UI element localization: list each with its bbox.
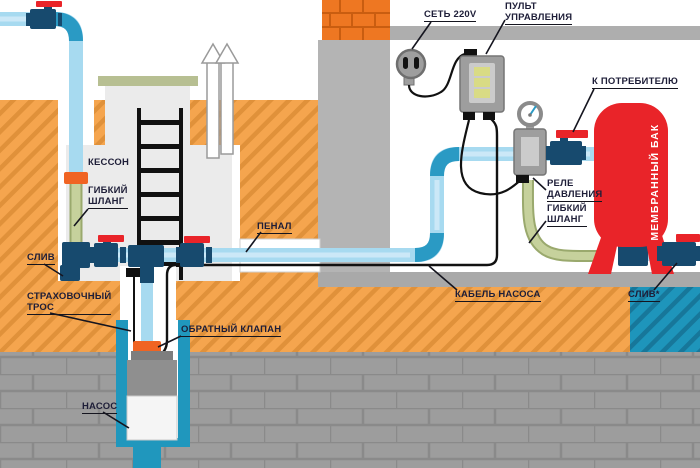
valve-2 <box>176 236 212 267</box>
tee-junction <box>128 245 164 283</box>
leader-pump <box>102 411 130 429</box>
indicator-light <box>474 89 490 98</box>
pipe-elbow <box>414 232 444 262</box>
tank-drain-fitting <box>618 243 648 266</box>
vent-pipes <box>200 42 240 159</box>
leader-control-panel <box>485 19 506 55</box>
label-power: СЕТЬ 220V <box>424 9 477 23</box>
caisson-valves <box>60 235 212 283</box>
pipe-elbow <box>53 12 83 42</box>
power-cable <box>407 52 466 98</box>
indicator-light <box>474 78 490 87</box>
basement-ceiling <box>390 26 700 40</box>
tank-leg <box>588 232 620 274</box>
house <box>318 0 700 287</box>
pump-cable <box>155 117 499 359</box>
drain-valve-left <box>60 265 80 281</box>
valve-handle <box>676 234 700 242</box>
leader-pump-cable <box>428 265 458 291</box>
leader-check-valve <box>157 335 182 348</box>
indicator-light <box>474 67 490 76</box>
leader-drain-left <box>43 263 64 277</box>
label-check-valve: ОБРАТНЫЙ КЛАПАН <box>181 324 282 338</box>
leader-drain-right <box>653 262 678 291</box>
pipe-elbow <box>430 147 460 177</box>
label-drain-right: СЛИВ* <box>628 289 660 303</box>
valve-handle <box>36 1 62 7</box>
house-brick-wall <box>322 0 390 40</box>
leader-safety-rope <box>49 312 132 332</box>
faucet-valve <box>26 1 62 29</box>
label-penal: ПЕНАЛ <box>257 221 292 235</box>
hose-coupling <box>64 172 88 184</box>
label-drain-left: СЛИВ <box>27 252 55 266</box>
valve-handle <box>184 236 210 243</box>
hose-fitting <box>62 242 90 268</box>
label-membrane-tank: МЕМБРАННЫЙ БАК <box>648 123 661 241</box>
pipes <box>0 12 596 346</box>
valve-handle <box>556 130 588 138</box>
leader-flexible-hose-right <box>528 220 547 244</box>
basement-floor <box>318 272 700 287</box>
label-consumer: К ПОТРЕБИТЕЛЮ <box>592 76 678 90</box>
ground-soil-under-floor <box>318 287 630 352</box>
control-panel <box>459 49 505 120</box>
leader-pressure-relay <box>532 177 547 191</box>
flexible-hose-right <box>521 179 603 263</box>
power-outlet <box>395 48 427 86</box>
caisson-lid <box>98 76 198 86</box>
label-pump-cable: КАБЕЛЬ НАСОСА <box>455 289 541 303</box>
vent-arrow-icon <box>214 42 240 64</box>
label-caisson: КЕССОН <box>88 157 130 168</box>
leader-penal <box>245 231 262 253</box>
leader-power <box>411 21 432 50</box>
valve-handle <box>98 235 124 242</box>
relay-control-cable <box>459 119 525 196</box>
consumer-valve <box>546 130 588 165</box>
rope-anchor <box>126 268 142 277</box>
drain-valve-right <box>657 234 700 266</box>
leader-consumer <box>572 88 595 133</box>
pressure-relay <box>513 121 547 183</box>
valve-1 <box>90 235 126 267</box>
label-pump: НАСОС <box>82 401 118 415</box>
leader-lines <box>43 19 678 429</box>
pressure-gauge <box>517 101 543 127</box>
foundation-wall <box>318 40 390 285</box>
pump <box>126 351 178 441</box>
leader-flexible-hose-left <box>73 208 89 227</box>
water-drain-zone <box>630 287 700 352</box>
